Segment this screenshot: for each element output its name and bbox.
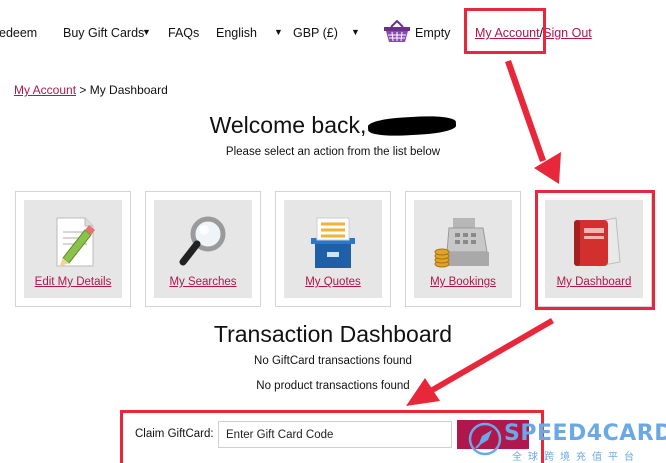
nav-faqs[interactable]: FAQs [168, 26, 200, 40]
cart-status[interactable]: Empty [415, 26, 451, 40]
highlight-my-dashboard [535, 190, 655, 310]
highlight-claim-giftcard [120, 410, 544, 463]
my-account-link[interactable]: My Account [475, 26, 540, 40]
action-label[interactable]: My Searches [169, 276, 237, 288]
watermark: SPEED4CARD 全球跨境充值平台 [462, 418, 666, 463]
card-tile [284, 200, 382, 298]
breadcrumb: My Account > My Dashboard [14, 83, 168, 97]
action-label[interactable]: My Quotes [305, 276, 361, 288]
breadcrumb-my-account[interactable]: My Account [14, 83, 77, 97]
action-card-my-searches[interactable]: My Searches [145, 191, 261, 307]
claim-submit-button[interactable] [457, 420, 529, 449]
top-navigation: edeem Buy Gift Cards ▼ FAQs English ▼ GB… [0, 0, 666, 66]
action-card-my-bookings[interactable]: My Bookings [405, 191, 521, 307]
breadcrumb-current: My Dashboard [89, 83, 168, 97]
claim-giftcard-label: Claim GiftCard: [135, 428, 214, 440]
nav-redeem[interactable]: edeem [0, 26, 38, 40]
language-selector[interactable]: English [216, 26, 257, 40]
card-tile [545, 200, 643, 298]
action-label[interactable]: My Bookings [430, 276, 496, 288]
red-book-icon [574, 217, 621, 267]
welcome-heading: Welcome back, [209, 112, 367, 138]
action-card-edit-details[interactable]: Edit My Details [15, 191, 131, 307]
card-tile [414, 200, 512, 298]
currency-selector[interactable]: GBP (£) [293, 26, 338, 40]
rocket-icon [468, 422, 502, 456]
welcome-subtitle: Please select an action from the list be… [225, 146, 441, 158]
no-giftcard-message: No GiftCard transactions found [254, 355, 412, 367]
chevron-down-icon[interactable]: ▼ [351, 27, 360, 37]
transaction-dashboard-title: Transaction Dashboard [213, 321, 453, 347]
card-tile [154, 200, 252, 298]
sign-out-link[interactable]: Sign Out [543, 26, 592, 40]
chevron-down-icon[interactable]: ▼ [142, 27, 151, 37]
no-product-message: No product transactions found [256, 380, 410, 392]
card-tile [24, 200, 122, 298]
basket-icon[interactable] [383, 20, 411, 44]
account-links: My Account/Sign Out [475, 26, 592, 40]
breadcrumb-separator: > [76, 83, 90, 97]
action-label[interactable]: Edit My Details [34, 276, 112, 288]
magnifier-icon [179, 216, 226, 266]
watermark-title: SPEED4CARD [504, 421, 666, 446]
account-separator: / [539, 26, 544, 40]
pencil-paper-icon [56, 217, 95, 267]
page-title: Welcome back, [0, 112, 666, 139]
gift-card-code-input[interactable] [218, 421, 452, 448]
action-label[interactable]: My Dashboard [556, 276, 632, 288]
file-drawer-icon [311, 217, 355, 268]
action-card-my-dashboard[interactable]: My Dashboard [536, 191, 652, 307]
chevron-down-icon[interactable]: ▼ [274, 27, 283, 37]
highlight-my-account [464, 8, 546, 54]
nav-buy-gift-cards[interactable]: Buy Gift Cards [63, 26, 145, 40]
action-card-my-quotes[interactable]: My Quotes [275, 191, 391, 307]
watermark-subtitle: 全球跨境充值平台 [512, 452, 640, 463]
cash-register-icon [434, 218, 489, 268]
redacted-username [367, 114, 457, 138]
